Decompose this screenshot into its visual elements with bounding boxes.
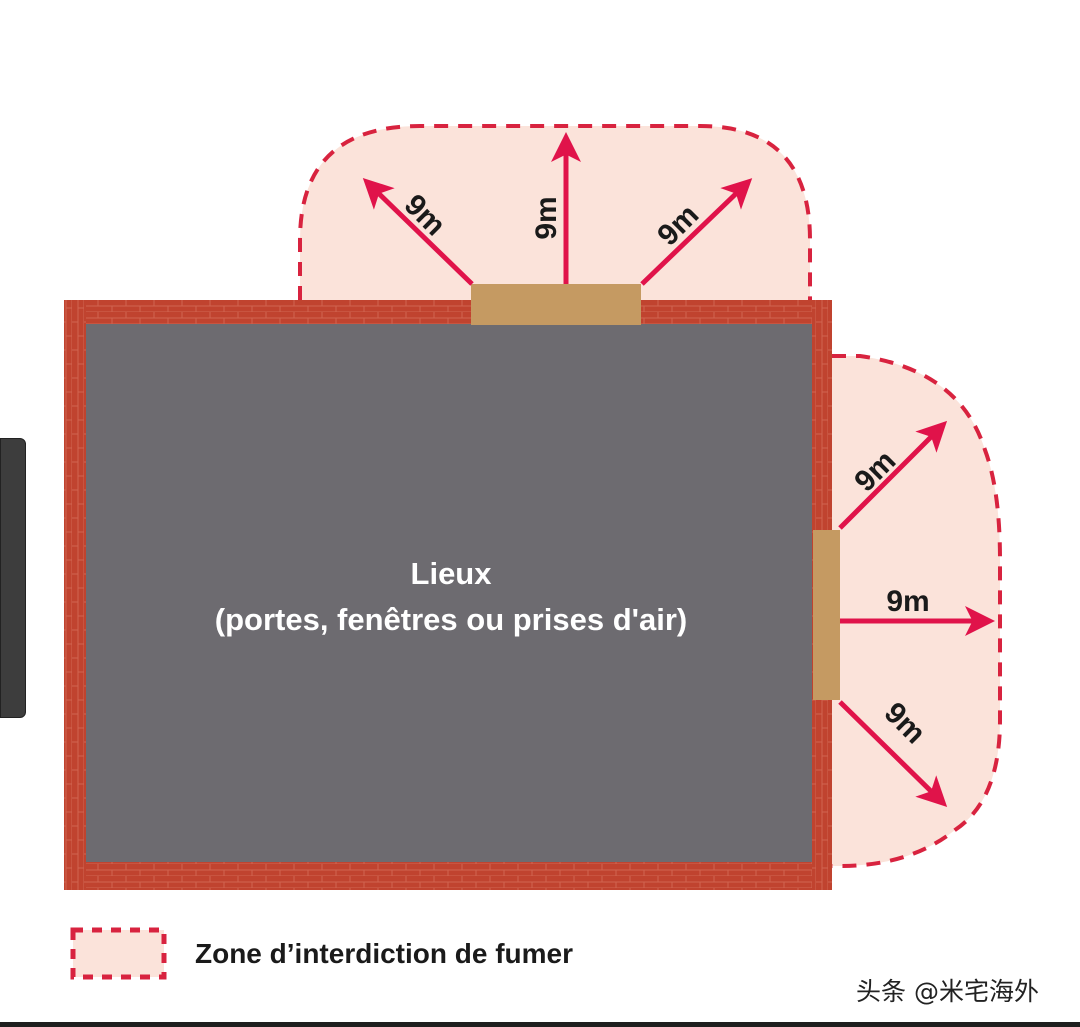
building-wall-top	[64, 300, 832, 324]
top-opening	[471, 284, 641, 325]
top-no-smoking-zone	[300, 126, 810, 300]
right-opening	[813, 530, 840, 700]
building-wall-left	[64, 300, 86, 890]
top-zone-border	[298, 124, 812, 300]
legend-label: Zone d’interdiction de fumer	[195, 938, 573, 969]
top-arrows	[362, 132, 753, 286]
right-zone-border	[832, 354, 1002, 868]
label-right-middle: 9m	[886, 585, 929, 618]
building-wall-bottom	[64, 862, 832, 890]
watermark: 头条 @米宅海外	[856, 977, 1039, 1006]
building-title: Lieux	[411, 556, 493, 591]
arrow-right-top	[838, 420, 948, 530]
building-subtitle: (portes, fenêtres ou prises d'air)	[215, 602, 688, 637]
right-arrows	[838, 420, 995, 807]
building-interior	[86, 324, 812, 862]
arrow-top-right	[640, 178, 753, 286]
arrow-top-left	[362, 178, 474, 286]
arrow-right-bottom	[838, 700, 948, 807]
legend: Zone d’interdiction de fumer	[70, 927, 573, 980]
label-top-center: 9m	[530, 196, 563, 239]
side-panel-handle[interactable]	[0, 438, 26, 718]
legend-swatch	[70, 927, 167, 980]
bottom-edge-bar	[0, 1022, 1080, 1027]
